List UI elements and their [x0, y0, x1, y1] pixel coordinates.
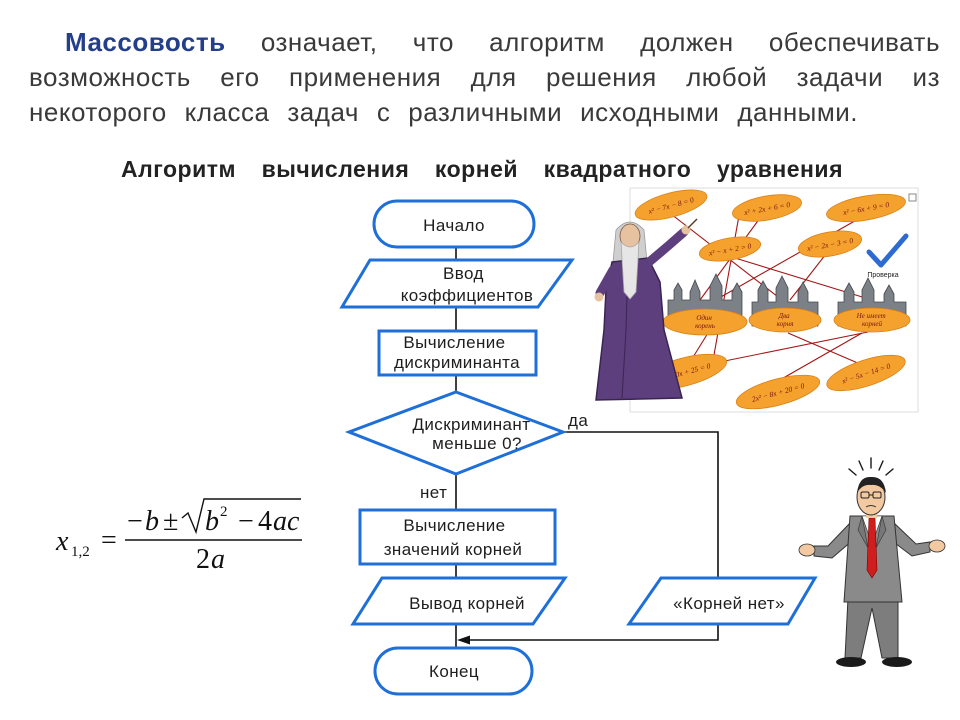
intro-text-line-2: возможность его применения для решения л… [29, 62, 940, 92]
compute-roots-label-line-1: Вычисление [403, 516, 505, 535]
intro-text-line-1: Массовость означает, что алгоритм должен… [65, 25, 940, 60]
compute-roots-process [358, 508, 557, 566]
equation-cloud: x² − x + 2 = 0 [699, 236, 761, 262]
formula-radicand-exponent: 2 [220, 504, 228, 520]
intro-text-line-3: некоторого класса задач с различными исх… [29, 97, 858, 127]
formula-equals: = [101, 525, 117, 556]
output-roots-label: Вывод корней [409, 594, 525, 613]
connector-none-merge [466, 624, 719, 641]
input-label-line-2: коэффициентов [401, 286, 534, 305]
term-mass-character: Массовость [65, 27, 226, 57]
formula-radicand-minus: − [238, 506, 254, 537]
discriminant-label: Вычисление дискриминанта [394, 333, 520, 372]
formula-radicand-coef: 4 [258, 506, 272, 537]
input-label: Ввод коэффициентов [401, 264, 534, 305]
flowchart-connectors [455, 247, 719, 648]
start-label: Начало [423, 216, 485, 235]
decision-label-line-2: меньше 0? [432, 434, 522, 453]
compute-roots-label: Вычисление значений корней [384, 516, 523, 559]
equation-cloud: x² − 7x − 8 = 0 [634, 189, 708, 221]
decision-diamond [344, 390, 568, 476]
equation-cloud: x² + 2x + 6 = 0 [732, 194, 802, 222]
start-terminator [372, 199, 536, 249]
discriminant-process [377, 329, 538, 377]
castle-no-roots: Не имеет корней [833, 277, 911, 333]
wizard-figure [594, 218, 698, 401]
discriminant-label-line-1: Вычисление [403, 333, 505, 352]
castle-label: Два корня [777, 312, 794, 328]
intro-text-line-1-rest: означает, что алгоритм должен обеспечива… [260, 27, 940, 57]
formula-denominator-coef: 2 [196, 544, 210, 575]
radical-sign [181, 498, 301, 535]
end-label: Конец [429, 662, 479, 681]
castle-two-roots: Два корня [748, 275, 822, 333]
panel-corner-icon [908, 193, 917, 202]
quadratic-formula: x 1,2 = − b ± b 2 − 4 ac 2 a [55, 498, 302, 575]
flowchart: Начало Ввод коэффициентов Вычисление дис… [339, 199, 818, 696]
equation-cloud: x² − 5x − 14 = 0 [826, 354, 906, 392]
formula-denominator-var: a [211, 544, 225, 575]
link-line [711, 209, 741, 367]
decision-label: Дискриминант меньше 0? [412, 415, 535, 453]
output-none-label: «Корней нет» [673, 594, 785, 613]
formula-radicand-base: b [205, 506, 219, 537]
link-line [777, 332, 863, 382]
link-line [789, 253, 827, 301]
discriminant-label-line-2: дискриминанта [394, 353, 520, 372]
slide-title: Алгоритм вычисления корней квадратного у… [121, 156, 843, 182]
formula-radicand-vars: ac [273, 506, 300, 537]
no-branch-label: нет [420, 483, 447, 502]
formula-subscript: 1,2 [71, 544, 90, 560]
compute-roots-label-line-2: значений корней [384, 540, 523, 559]
formula-b: b [145, 506, 159, 537]
equations-illustration: x² − 7x − 8 = 0 x² + 2x + 6 = 0 x² − 6x … [594, 187, 919, 413]
connector-decision-yes [563, 431, 719, 578]
castle-label: Один корень [695, 314, 715, 330]
decision-label-line-1: Дискриминант [412, 415, 530, 434]
input-parallelogram [339, 258, 575, 309]
output-none-parallelogram [626, 576, 818, 626]
castle-one-root: Один корень [662, 273, 748, 336]
link-line [699, 331, 869, 367]
link-line [787, 332, 861, 365]
equation-cloud: x² − 2x − 3 = 0 [798, 230, 862, 258]
castle-label: Не имеет корней [856, 312, 888, 328]
yes-branch-label: да [568, 411, 588, 430]
output-roots-parallelogram [350, 576, 568, 626]
input-label-line-1: Ввод [443, 264, 484, 283]
formula-variable: x [55, 526, 69, 557]
end-terminator [373, 646, 534, 696]
formula-minus: − [127, 506, 143, 537]
shrugging-man-figure [798, 457, 946, 667]
formula-plus-minus: ± [163, 506, 178, 537]
check-icon [866, 233, 909, 268]
equation-cloud: x² − 6x + 9 = 0 [826, 193, 906, 223]
arrowhead-left [457, 635, 470, 645]
equation-cloud: 2x² − 8x + 20 = 0 [735, 374, 821, 410]
check-label: Проверка [867, 272, 898, 279]
